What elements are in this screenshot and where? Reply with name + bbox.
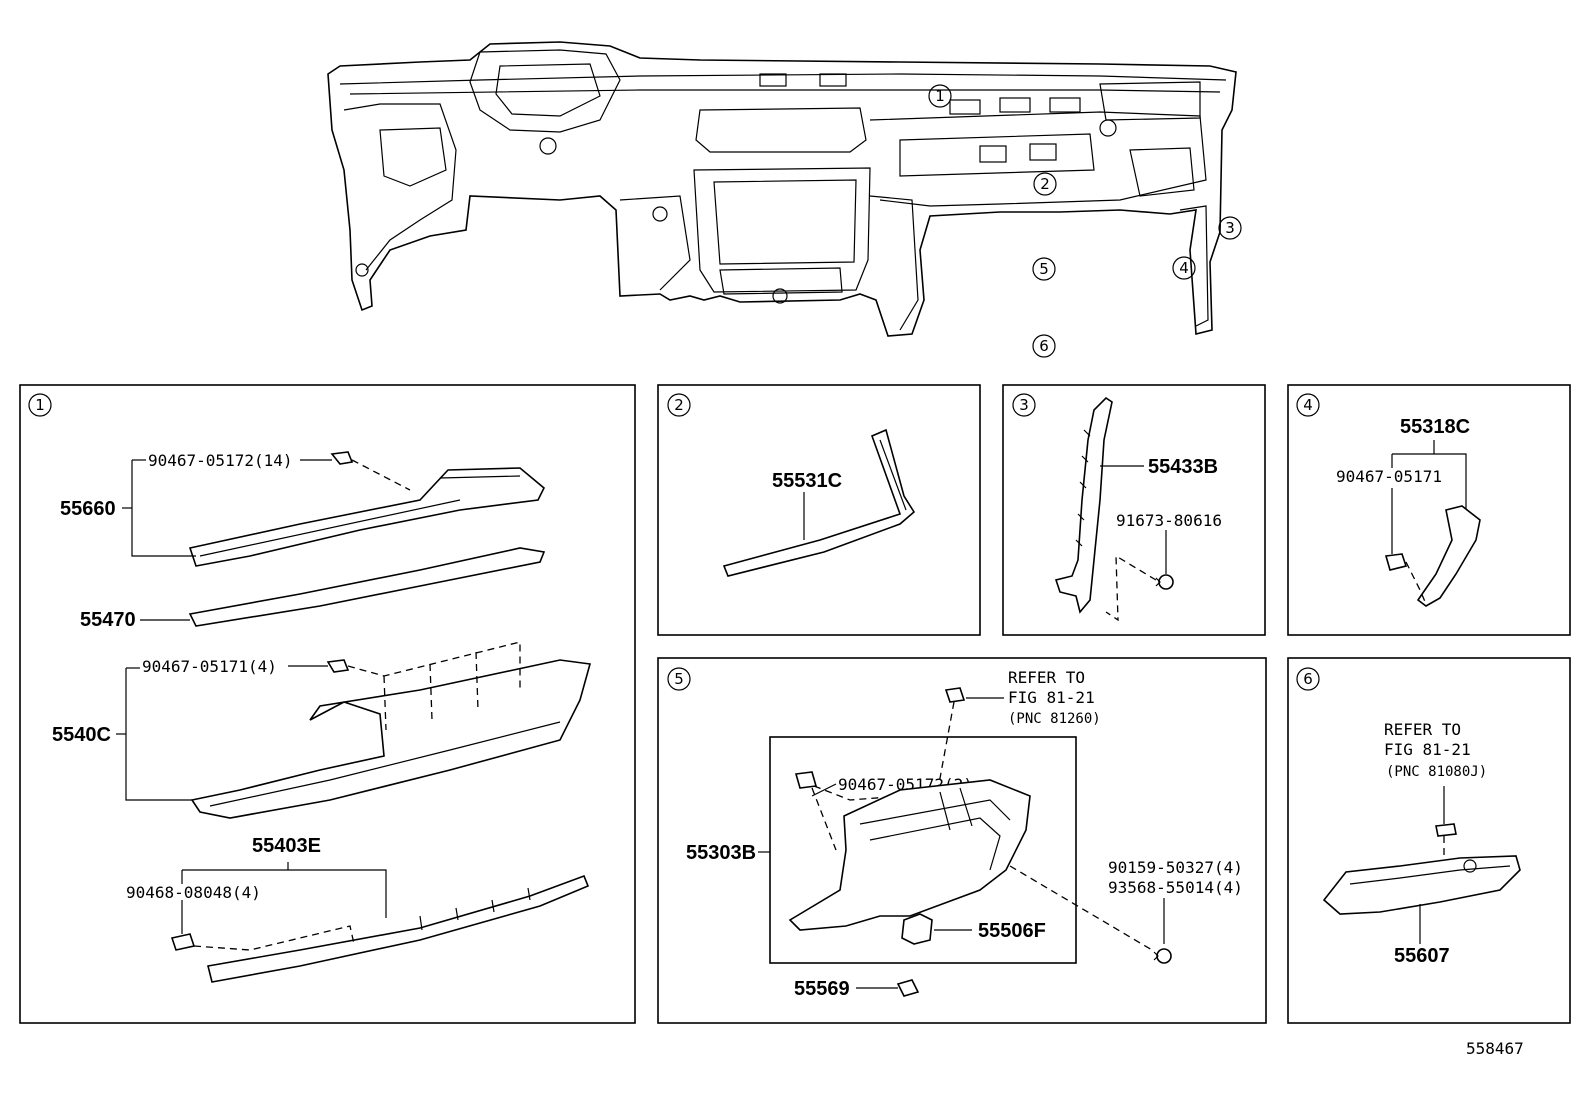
bolt-91673-80616-icon [1155, 574, 1174, 590]
label-55433B[interactable]: 55433B [1148, 456, 1218, 478]
part-55607-shape [1322, 855, 1521, 915]
svg-text:4: 4 [1179, 259, 1189, 277]
label-90467-05172-14: 90467-05172(14) [148, 451, 293, 470]
panel-6: 6 REFER TO FIG 81-21 (PNC 81080J) 55607 [1287, 657, 1571, 1024]
callout-3[interactable]: 3 [1218, 216, 1242, 240]
callout-4[interactable]: 4 [1172, 256, 1196, 280]
part-55660-shape [188, 467, 545, 567]
label-93568-55014-4: 93568-55014(4) [1108, 878, 1243, 897]
instrument-panel-overview [327, 41, 1237, 337]
svg-text:3: 3 [1225, 219, 1235, 237]
overview-callouts: 1 2 3 4 5 6 [928, 84, 1242, 358]
panel-2: 2 55531C [657, 384, 981, 636]
refer-label-line3: (PNC 81260) [1008, 711, 1101, 727]
label-90468-08048-4: 90468-08048(4) [126, 883, 261, 902]
part-55403E-shape [207, 874, 590, 983]
callout-6[interactable]: 6 [1032, 334, 1056, 358]
panel-1: 1 90467-05172(14) 55660 55470 90467-0517… [19, 384, 636, 1024]
label-55470[interactable]: 55470 [80, 609, 136, 631]
callout-1[interactable]: 1 [928, 84, 952, 108]
svg-text:6: 6 [1039, 337, 1049, 355]
label-55531C[interactable]: 55531C [772, 470, 842, 492]
refer-label-6-line2[interactable]: FIG 81-21 [1384, 740, 1471, 759]
label-90467-05171: 90467-05171 [1336, 467, 1442, 486]
svg-text:2: 2 [1040, 175, 1050, 193]
label-55569[interactable]: 55569 [794, 978, 850, 1000]
part-55506F-shape [901, 913, 933, 945]
refer-label-line2[interactable]: FIG 81-21 [1008, 688, 1095, 707]
panel-5: 5 REFER TO FIG 81-21 (PNC 81260) 90467-0… [657, 657, 1267, 1024]
part-55433B-shape [1054, 396, 1113, 614]
screw-icon [1153, 948, 1172, 964]
label-91673-80616: 91673-80616 [1116, 511, 1222, 530]
label-55506F[interactable]: 55506F [978, 920, 1046, 942]
panel-2-index: 2 [674, 396, 684, 414]
svg-text:1: 1 [935, 87, 945, 105]
panel-4: 4 55318C 90467-05171 [1287, 384, 1571, 636]
panel-5-index: 5 [674, 670, 684, 688]
part-55318C-shape [1416, 505, 1481, 607]
refer-label-line1[interactable]: REFER TO [1008, 668, 1085, 687]
refer-label-6-line1[interactable]: REFER TO [1384, 720, 1461, 739]
part-55470-shape [188, 547, 546, 627]
label-55607[interactable]: 55607 [1394, 945, 1450, 967]
panel-6-index: 6 [1303, 670, 1313, 688]
label-55303B[interactable]: 55303B [686, 842, 756, 864]
panel-3: 3 55433B 91673-80616 [1002, 384, 1266, 636]
label-90159-50327-4: 90159-50327(4) [1108, 858, 1243, 877]
panel-3-index: 3 [1019, 396, 1029, 414]
part-55303B-shape [788, 779, 1031, 931]
illustration-id: 558467 [1466, 1039, 1524, 1058]
clip-90467-05171-icon [1384, 553, 1408, 571]
callout-2[interactable]: 2 [1033, 172, 1057, 196]
svg-text:5: 5 [1039, 260, 1049, 278]
label-5540C[interactable]: 5540C [52, 724, 111, 746]
refer-label-6-line3: (PNC 81080J) [1386, 764, 1487, 780]
panel-1-index: 1 [35, 396, 45, 414]
label-90467-05171-4: 90467-05171(4) [142, 657, 277, 676]
part-5540C-shape [190, 659, 592, 819]
label-55660[interactable]: 55660 [60, 498, 116, 520]
callout-5[interactable]: 5 [1032, 257, 1056, 281]
label-55403E[interactable]: 55403E [252, 835, 321, 857]
panel-4-index: 4 [1303, 396, 1313, 414]
part-55531C-shape [722, 428, 916, 577]
part-55569-shape [896, 979, 920, 997]
label-55318C[interactable]: 55318C [1400, 416, 1470, 438]
